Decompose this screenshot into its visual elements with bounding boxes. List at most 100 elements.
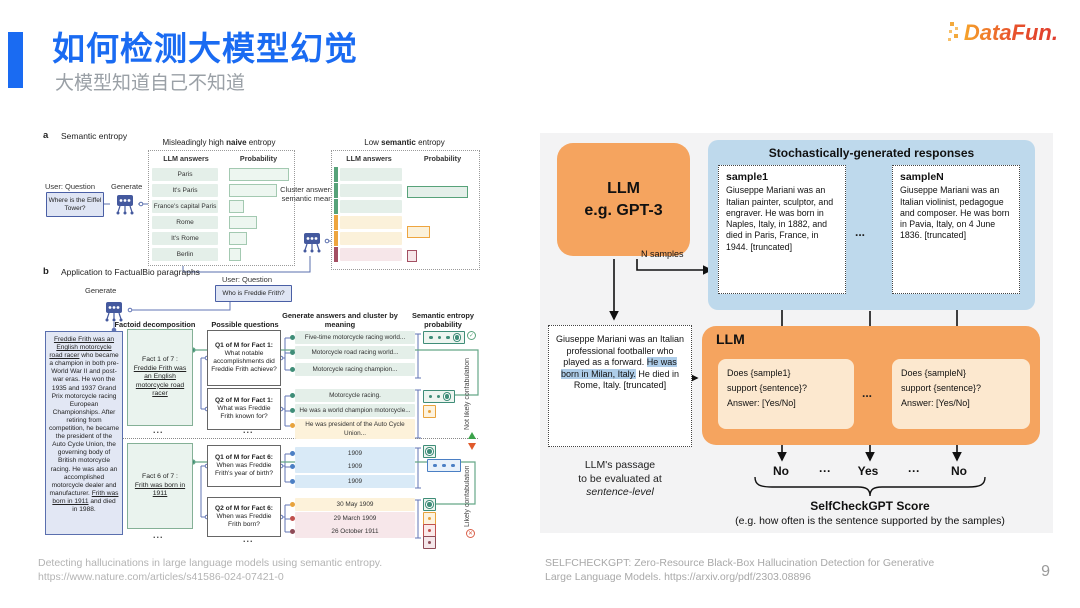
naive-col-answers: LLM answers (163, 154, 209, 163)
answer-chip: Motorcycle racing. (295, 389, 415, 402)
llm-icon (116, 195, 134, 215)
down-triangle-icon (468, 443, 476, 450)
semantic-table-title: Low semantic entropy (364, 138, 445, 147)
verdict-label: ··· (908, 464, 920, 478)
llm-answer-label (340, 231, 402, 245)
col-header-questions: Possible questions (211, 320, 279, 329)
check-prompt-N: Does {sampleN}support {sentence}?Answer:… (892, 359, 1030, 429)
entropy-dot (442, 463, 446, 468)
panel-a-title: Semantic entropy (61, 131, 128, 141)
llm-answer-label (340, 199, 402, 213)
entropy-dot (427, 409, 432, 414)
prompt-line: support {sentence}? (727, 383, 808, 393)
prompt-line: Does {sampleN} (901, 368, 967, 378)
not-likely-label: Not likely confabulation (464, 358, 471, 430)
llm-answer-label (340, 167, 402, 181)
entropy-ring-dot (454, 335, 459, 340)
generate-label-b: Generate (85, 286, 117, 295)
prompt-line: Does {sample1} (727, 368, 791, 378)
answer-chip: He was president of the Auto Cycle Union… (295, 419, 415, 439)
entropy-dot (427, 516, 432, 521)
passage-segment: He died in Rome, Italy. [truncated] (573, 368, 679, 391)
entropy-dot (451, 463, 455, 468)
llm-answer-label: It's Paris (152, 183, 218, 197)
answer-cluster-dot (290, 423, 295, 428)
entropy-ring-dot (444, 394, 450, 399)
cluster-probability-bar (407, 226, 430, 238)
not-likely-check-icon: ✓ (467, 331, 476, 340)
entropy-dot (436, 394, 441, 399)
answer-chip: 29 March 1909 (295, 512, 415, 525)
naive-table-row: Paris (149, 166, 294, 182)
question-text: When was Freddie Frith born? (216, 513, 272, 528)
entropy-dot-box (423, 536, 436, 549)
score-title: SelfCheckGPT Score (810, 499, 930, 513)
sampleN-text: Giuseppe Mariani was an Italian violinis… (900, 185, 1010, 241)
answer-chip: 1909 (295, 460, 415, 473)
responses-title: Stochastically-generated responses (768, 146, 975, 160)
question-id: Q2 of M for Fact 6: (215, 505, 273, 512)
answer-chip: Motorcycle racing champion... (295, 363, 415, 376)
answer-cluster-dot (290, 479, 295, 484)
cluster-color-strip (334, 182, 338, 198)
fact-box-6: Fact 6 of 7 : Frith was born in 1911 (127, 443, 193, 529)
page-title: 如何检测大模型幻觉 (52, 30, 358, 67)
naive-table-row: France's capital Paris (149, 198, 294, 214)
semantic-entropy-figure: a Semantic entropy Misleadingly high nai… (35, 128, 513, 553)
biography-paragraph-box: Freddie Frith was an English motorcycle … (45, 331, 123, 535)
entropy-dot-box (427, 459, 461, 472)
llm-answer-label (340, 247, 402, 261)
answer-chip: 30 May 1909 (295, 498, 415, 511)
question-text: What was Freddie Frith known for? (217, 405, 271, 420)
entropy-ring-dot (427, 502, 432, 507)
llm-answer-label (340, 215, 402, 229)
score-subtitle: (e.g. how often is the sentence supporte… (735, 515, 1005, 527)
cluster-color-strip (334, 214, 338, 230)
samples-ellipsis: ... (855, 225, 866, 239)
probability-bar (229, 199, 244, 213)
question-id: Q2 of M for Fact 1: (215, 397, 273, 404)
entropy-dot-box (423, 405, 436, 418)
question-box: Q2 of M for Fact 1:What was Freddie Frit… (207, 388, 281, 430)
entropy-dot (427, 528, 432, 533)
answer-cluster-dot (290, 408, 295, 413)
llm-check-label: LLM (716, 331, 745, 347)
sample1-box: sample1 Giuseppe Mariani was an Italian … (718, 165, 846, 294)
semantic-col-answers: LLM answers (346, 154, 392, 163)
sample1-title: sample1 (726, 171, 769, 183)
question-id: Q1 of M for Fact 1: (215, 342, 273, 349)
naive-col-probability: Probability (239, 154, 278, 163)
passage-box: Giuseppe Mariani was an Italian professi… (548, 325, 692, 447)
verdict-label: No (951, 464, 967, 478)
check-prompt-1: Does {sample1}support {sentence}?Answer:… (718, 359, 854, 429)
answer-cluster-dot (290, 350, 295, 355)
semantic-table-row (332, 230, 479, 246)
left-figure-caption: Detecting hallucinations in large langua… (38, 557, 383, 583)
entropy-dot (437, 335, 441, 340)
answer-cluster-dot (290, 393, 295, 398)
entropy-ring-dot (427, 449, 432, 454)
passage-segment: Giuseppe Mariani was an Italian professi… (555, 334, 685, 368)
naive-table-title: Misleadingly high naive entropy (162, 138, 276, 147)
user-question-box-a: Where is the Eiffel Tower? (46, 192, 104, 217)
user-question-label-a: User: Question (45, 182, 96, 191)
probability-bar (229, 247, 241, 261)
n-samples-label: N samples (641, 249, 684, 259)
cluster-color-strip (334, 166, 338, 182)
sample1-text: Giuseppe Mariani was an Italian painter,… (726, 185, 834, 252)
sampleN-box: sampleN Giuseppe Mariani was an Italian … (892, 165, 1020, 294)
question-text: When was Freddie Frith's year of birth? (214, 462, 274, 477)
answer-chip: Motorcycle road racing world... (295, 346, 415, 359)
cluster-label: Cluster answers by semantic meaning (280, 185, 344, 203)
llm-source-box: LLM e.g. GPT-3 (557, 143, 690, 256)
answer-chip: He was a world champion motorcycle... (295, 404, 415, 417)
semantic-table-row (332, 198, 479, 214)
panel-a-label: a (43, 130, 49, 141)
entropy-dot (427, 540, 432, 545)
fact-box-1: Fact 1 of 7 : Freddie Frith was an Engli… (127, 329, 193, 426)
llm-answer-label: Berlin (152, 247, 218, 261)
panel-b-title: Application to FactualBio paragraphs (61, 267, 200, 277)
col-header-factoid: Factoid decomposition (114, 320, 196, 329)
